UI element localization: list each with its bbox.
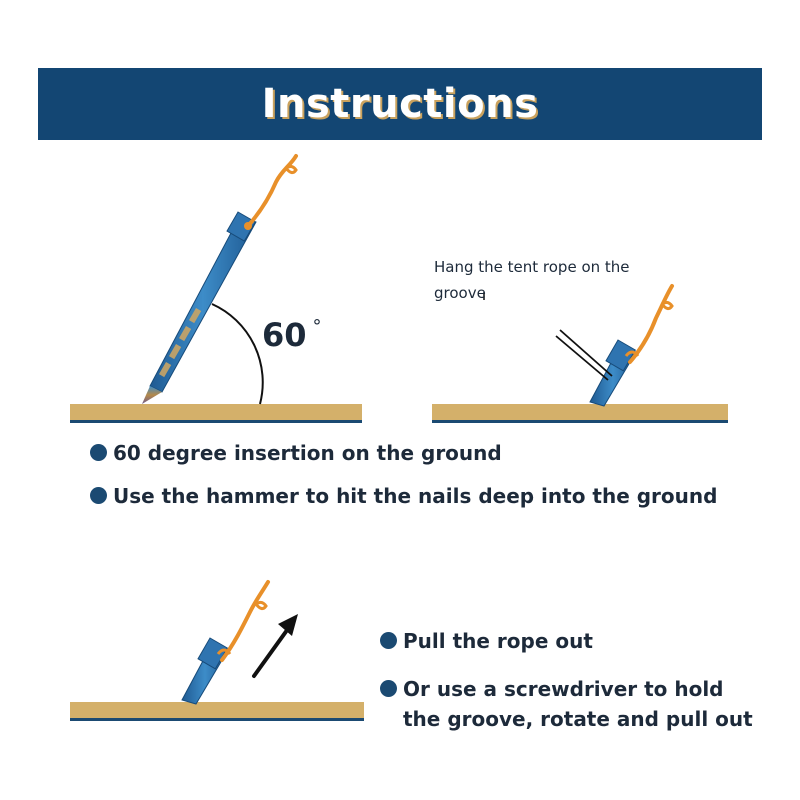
bullet-dot-icon	[380, 632, 397, 649]
bullet-text: Or use a screwdriver to hold the groove,…	[403, 677, 753, 731]
tent-stake-icon	[142, 211, 264, 405]
tent-stake-icon	[181, 637, 232, 705]
step1-bullet-1: 60 degree insertion on the ground	[90, 438, 502, 468]
angle-unit: °	[312, 316, 322, 337]
bullet-dot-icon	[380, 680, 397, 697]
ground-step3	[70, 702, 364, 721]
bullet-text: Pull the rope out	[403, 629, 593, 653]
bullet-dot-icon	[90, 444, 107, 461]
rope-icon	[246, 154, 298, 228]
angle-value: 60	[262, 316, 307, 354]
bullet-dot-icon	[90, 487, 107, 504]
header-banner: Instructions	[38, 68, 762, 140]
rope-icon	[628, 284, 674, 364]
rope-icon	[220, 580, 270, 662]
ground-step1	[70, 404, 362, 423]
bullet-text: 60 degree insertion on the ground	[113, 441, 502, 465]
step3-bullet-2: Or use a screwdriver to hold the groove,…	[380, 674, 760, 734]
angle-arc-icon	[211, 303, 264, 405]
tent-stake-icon	[589, 339, 640, 407]
bullet-text: Use the hammer to hit the nails deep int…	[113, 484, 718, 508]
ground-step2	[432, 404, 728, 423]
step3-bullet-1: Pull the rope out	[380, 626, 593, 656]
rope-groove-callout: Hang the tent rope on the groove	[434, 258, 630, 302]
page-title: Instructions	[261, 81, 539, 127]
arrow-up-right-icon	[252, 614, 298, 678]
step1-bullet-2: Use the hammer to hit the nails deep int…	[90, 481, 717, 511]
angle-label: 60°	[262, 316, 322, 354]
